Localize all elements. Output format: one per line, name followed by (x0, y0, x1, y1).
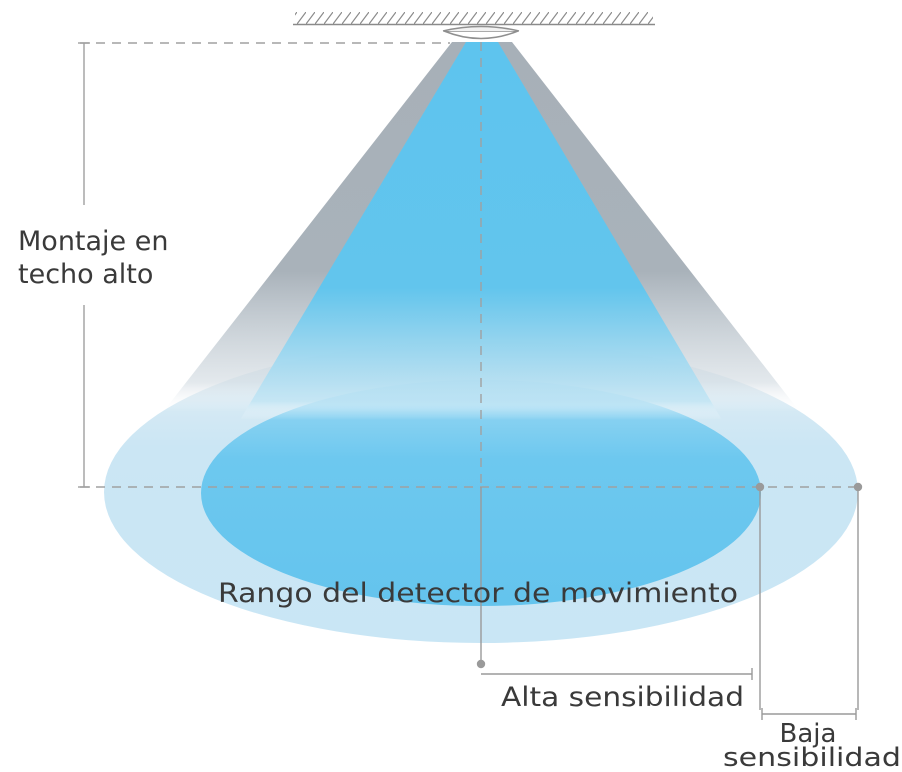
high-sensitivity-label: Alta sensibilidad (501, 682, 744, 713)
inner-detection-cone (240, 42, 722, 420)
center-point (476, 659, 486, 669)
high-edge-point (755, 482, 765, 492)
sensor-dome-icon (442, 25, 520, 40)
range-label: Rango del detector de movimiento (218, 578, 738, 609)
guide-lines (80, 42, 862, 488)
low-edge-point (853, 482, 863, 492)
low-sensitivity-label-line1: Baja (780, 719, 837, 749)
mount-label-line1: Montaje en (18, 226, 168, 257)
mount-label-line2: techo alto (18, 259, 153, 290)
low-sensitivity-label-line2: sensibilidad (723, 743, 901, 772)
ceiling (293, 12, 655, 26)
ceiling-hatch-icon (295, 12, 653, 24)
mount-height-bracket (78, 42, 90, 488)
range-dimensions (480, 487, 859, 720)
